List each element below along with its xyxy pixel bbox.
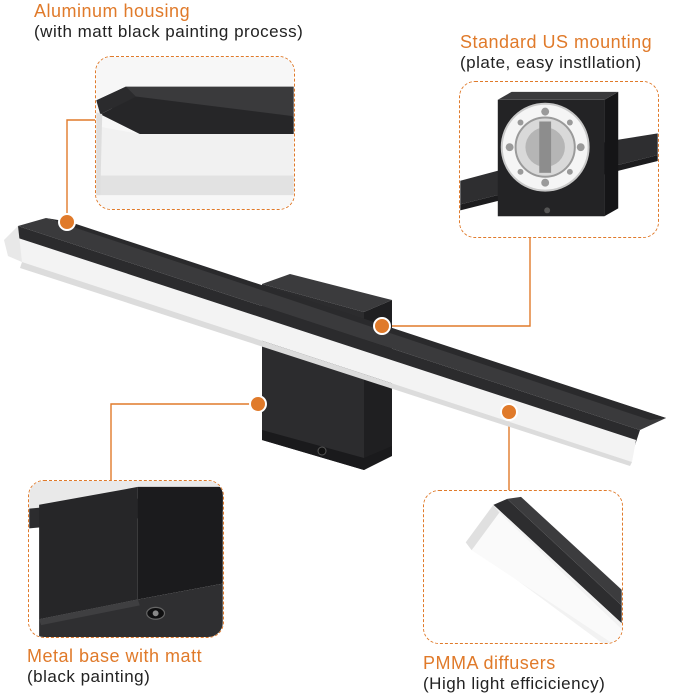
base-subtitle: (black painting) xyxy=(27,667,151,686)
diffuser-detail-image xyxy=(424,491,622,643)
housing-subtitle: (with matt black painting process) xyxy=(34,22,304,41)
housing-detail-image xyxy=(96,57,294,209)
light-bar xyxy=(4,218,666,466)
housing-detail-frame xyxy=(95,56,295,210)
mounting-subtitle: (plate, easy instllation) xyxy=(460,53,642,72)
mounting-detail-image xyxy=(460,82,658,237)
base-detail-image xyxy=(29,481,223,637)
diffuser-title: PMMA diffusers xyxy=(423,653,556,673)
housing-title: Aluminum housing xyxy=(34,1,191,21)
base-title: Metal base with matt xyxy=(27,646,203,666)
mounting-title: Standard US mounting xyxy=(460,32,653,52)
diffuser-detail-frame xyxy=(423,490,623,644)
callout-dots xyxy=(58,213,518,421)
diffuser-subtitle: (High light efficiciency) xyxy=(423,674,606,693)
mounting-detail-frame xyxy=(459,81,659,238)
base-detail-frame xyxy=(28,480,224,638)
